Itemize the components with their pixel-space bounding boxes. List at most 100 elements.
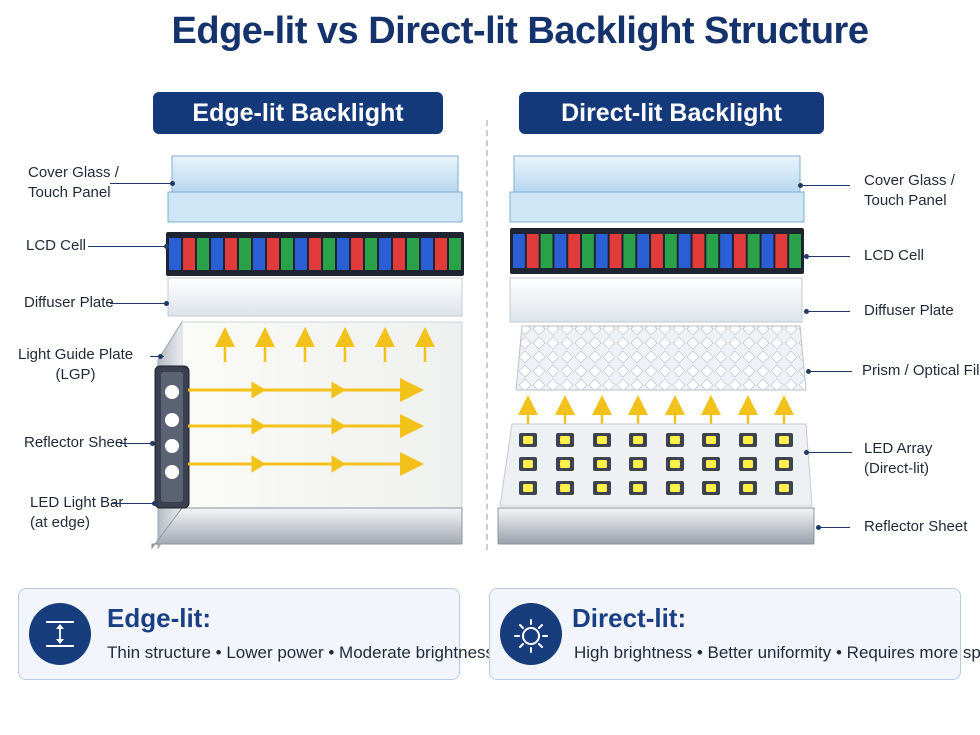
lcd-subpixel bbox=[513, 234, 525, 268]
direct-leader-led bbox=[806, 452, 852, 453]
edge-label-lgp-line2: (LGP) bbox=[55, 366, 96, 383]
edge-reflector-sheet bbox=[151, 507, 463, 550]
led-emitter bbox=[743, 460, 753, 468]
edge-label-diffuser: Diffuser Plate bbox=[24, 294, 114, 311]
lcd-subpixel bbox=[253, 238, 265, 270]
edge-label-ledbar-line1: LED Light Bar bbox=[30, 494, 124, 511]
led-emitter bbox=[706, 436, 716, 444]
direct-label-diffuser: Diffuser Plate bbox=[864, 302, 954, 319]
edge-summary-text: Thin structure • Lower power • Moderate … bbox=[107, 643, 495, 662]
lcd-subpixel bbox=[761, 234, 774, 268]
direct-leader-reflector bbox=[818, 527, 850, 528]
lcd-subpixel bbox=[281, 238, 293, 270]
lcd-subpixel bbox=[211, 238, 223, 270]
direct-lit-diagram bbox=[497, 155, 815, 545]
direct-leader-dot bbox=[798, 183, 803, 188]
direct-label-cover-line2: Touch Panel bbox=[864, 192, 947, 209]
direct-leader-lcd bbox=[806, 256, 850, 257]
lcd-subpixel bbox=[582, 234, 594, 268]
lcd-subpixel bbox=[664, 234, 677, 268]
direct-lit-summary-card: Direct-lit: High brightness • Better uni… bbox=[489, 588, 980, 680]
lcd-subpixel bbox=[720, 234, 732, 268]
led-emitter bbox=[523, 436, 533, 444]
direct-summary-heading: Direct-lit: bbox=[572, 603, 687, 633]
lcd-subpixel bbox=[239, 238, 251, 270]
edge-lit-diagram bbox=[151, 155, 464, 550]
lcd-subpixel bbox=[623, 234, 636, 268]
lcd-subpixel bbox=[309, 238, 321, 270]
direct-label-led: LED Array (Direct-lit) bbox=[864, 439, 932, 479]
direct-label-led-line2: (Direct-lit) bbox=[864, 460, 929, 477]
led-emitter bbox=[706, 484, 716, 492]
led-emitter bbox=[597, 436, 607, 444]
lcd-subpixel bbox=[692, 234, 705, 268]
direct-label-led-line1: LED Array bbox=[864, 440, 933, 457]
edge-leader-diffuser bbox=[110, 303, 168, 304]
lcd-subpixel bbox=[197, 238, 209, 270]
edge-label-lcd: LCD Cell bbox=[26, 237, 87, 254]
direct-cover-glass bbox=[509, 155, 805, 223]
lcd-subpixel bbox=[733, 234, 746, 268]
edge-label-cover-line1: Cover Glass / bbox=[28, 164, 119, 181]
led-emitter bbox=[633, 460, 643, 468]
lcd-subpixel bbox=[393, 238, 405, 270]
edge-leader-dot bbox=[164, 301, 169, 306]
lcd-subpixel bbox=[169, 238, 181, 270]
lcd-subpixel bbox=[526, 234, 539, 268]
lcd-subpixel bbox=[449, 238, 461, 270]
page-title: Edge-lit vs Direct-lit Backlight Structu… bbox=[171, 10, 869, 52]
lcd-subpixel bbox=[789, 234, 801, 268]
lcd-subpixel bbox=[351, 238, 363, 270]
lcd-subpixel bbox=[775, 234, 788, 268]
lcd-subpixel bbox=[379, 238, 391, 270]
edge-label-ledbar: LED Light Bar (at edge) bbox=[30, 493, 123, 533]
lcd-subpixel bbox=[365, 238, 377, 270]
led-emitter bbox=[706, 460, 716, 468]
led-emitter bbox=[523, 484, 533, 492]
led-emitter bbox=[560, 436, 570, 444]
edge-vertical-light-arrows bbox=[215, 327, 435, 362]
direct-label-cover-line1: Cover Glass / bbox=[864, 172, 955, 189]
direct-leader-cover bbox=[800, 185, 850, 186]
direct-leader-dot bbox=[806, 369, 811, 374]
edge-leader-ledbar bbox=[112, 503, 156, 504]
led-emitter bbox=[743, 484, 753, 492]
direct-label-reflector: Reflector Sheet bbox=[864, 518, 968, 535]
section-divider bbox=[486, 120, 488, 550]
lcd-subpixel bbox=[337, 238, 349, 270]
lcd-subpixel bbox=[407, 238, 419, 270]
edge-label-reflector: Reflector Sheet bbox=[24, 434, 128, 451]
direct-label-lcd: LCD Cell bbox=[864, 247, 925, 264]
led-emitter bbox=[597, 460, 607, 468]
edge-leader-cover bbox=[110, 183, 172, 184]
edge-led-light-bar bbox=[154, 365, 190, 509]
lcd-subpixel bbox=[554, 234, 567, 268]
direct-lit-header: Direct-lit Backlight bbox=[519, 92, 824, 134]
edge-label-ledbar-line2: (at edge) bbox=[30, 514, 91, 531]
lcd-subpixel bbox=[225, 238, 237, 270]
direct-prism-film bbox=[515, 325, 807, 391]
lcd-subpixel bbox=[706, 234, 719, 268]
edge-label-lgp-line1: Light Guide Plate bbox=[18, 346, 134, 363]
lcd-subpixel bbox=[747, 234, 760, 268]
edge-diffuser-plate bbox=[167, 277, 463, 317]
lcd-subpixel bbox=[651, 234, 663, 268]
lcd-subpixel bbox=[267, 238, 279, 270]
lcd-subpixel bbox=[595, 234, 608, 268]
led-emitter bbox=[779, 460, 789, 468]
edge-leader-reflector bbox=[120, 443, 156, 444]
edge-lit-header: Edge-lit Backlight bbox=[153, 92, 443, 134]
edge-label-cover: Cover Glass / Touch Panel bbox=[28, 163, 119, 203]
thickness-icon bbox=[29, 603, 91, 665]
edge-horizontal-light-arrows bbox=[188, 378, 424, 476]
sun-icon bbox=[500, 603, 562, 665]
lcd-subpixel bbox=[609, 234, 622, 268]
direct-leader-diffuser bbox=[806, 311, 850, 312]
led-emitter bbox=[560, 460, 570, 468]
lcd-subpixel bbox=[323, 238, 335, 270]
direct-lcd-cell bbox=[510, 228, 804, 274]
lcd-subpixel bbox=[295, 238, 307, 270]
led-emitter bbox=[670, 436, 680, 444]
led-emitter bbox=[523, 460, 533, 468]
direct-label-prism: Prism / Optical Film bbox=[862, 362, 980, 379]
